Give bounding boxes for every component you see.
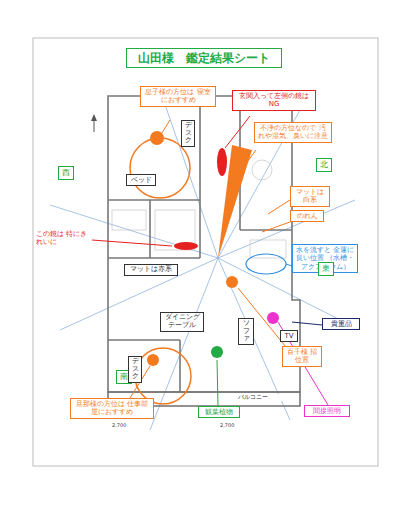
furniture-box: デスク [181,120,195,147]
callout-box: 不浄の方位なので 汚れや湿気、臭いに注意 [254,122,332,143]
callout-box: 貴重品 [322,318,360,330]
furniture-box: ベッド [126,174,156,186]
node-text: ソファ [243,320,250,343]
node-text: デスク [185,122,192,145]
node-text: マットは 白系 [293,188,327,205]
note-text: この鏡は 特にきれいに [36,230,92,247]
node-text: ダイニング テーブル [163,314,201,330]
dimension: 2,700 [220,422,250,428]
direction-box: 北 [316,158,332,172]
direction-box: 西 [58,166,74,180]
dimension: 2,700 [112,422,142,428]
node-text: 旦那様の方位は 仕事部屋におすすめ [73,400,151,417]
node-text: マットは赤系 [127,266,175,274]
direction-box: 東 [318,262,334,276]
callout-box: 百千様 招位置 [282,346,322,367]
furniture-box: マットは赤系 [124,264,178,276]
furniture-box: デスク [128,356,142,383]
callout-box: 旦那様の方位は 仕事部屋におすすめ [70,398,154,419]
furniture-box: ダイニング テーブル [160,312,204,332]
node-text: 息子様の方位は 寝室におすすめ [143,88,213,105]
callout-box: 玄関入って左側の鏡はNG [232,90,316,111]
furniture-box: TV [280,330,298,342]
callout-box: 観葉植物 [198,406,240,418]
node-text: 不浄の方位なので 汚れや湿気、臭いに注意 [257,124,329,141]
node-text: 西 [61,168,71,178]
callout-box: のれん [290,210,324,222]
node-text: 東 [321,264,331,274]
title-box: 山田様 鑑定結果シート [126,48,282,68]
node-text: 山田様 鑑定結果シート [129,51,279,65]
node-text: TV [283,332,295,340]
node-text: 百千様 招位置 [285,348,319,365]
furniture-box: ソファ [238,318,254,345]
node-text: 玄関入って左側の鏡はNG [235,92,313,109]
node-text: 貴重品 [325,320,357,328]
callout-box: 息子様の方位は 寝室におすすめ [140,86,216,107]
area-label: バルコニー [238,394,288,401]
node-text: ベッド [129,176,153,184]
callout-box: マットは 白系 [290,186,330,207]
node-text: 北 [319,160,329,170]
node-text: デスク [132,358,139,381]
node-text: 観葉植物 [201,408,237,416]
callout-box: 間接照明 [304,405,350,417]
node-text: 間接照明 [307,407,347,415]
node-text: のれん [293,212,321,220]
